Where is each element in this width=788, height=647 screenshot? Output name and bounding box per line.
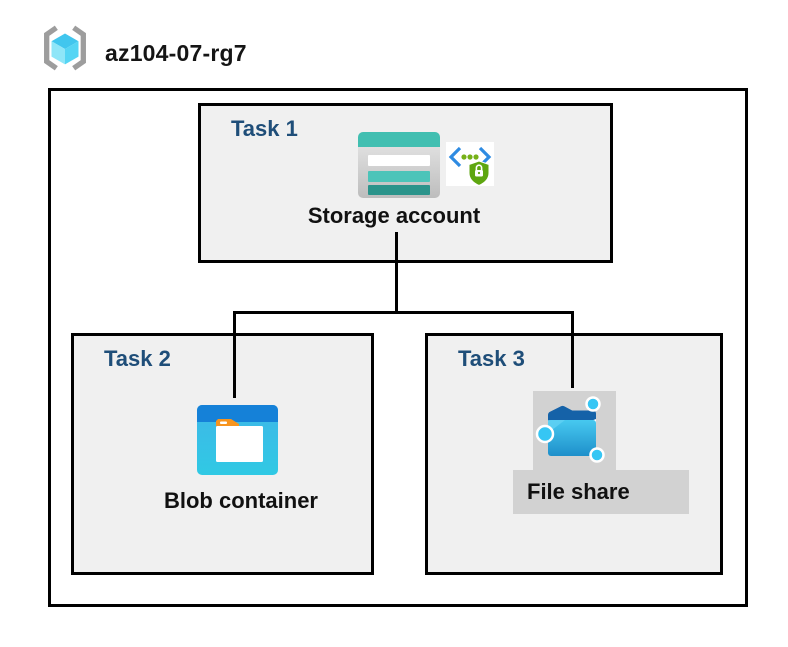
- connector-to-blob-container: [233, 311, 236, 398]
- connector-horizontal: [233, 311, 574, 314]
- shared-access-signature-icon: [446, 142, 494, 186]
- task-2-label: Task 2: [104, 346, 171, 371]
- storage-account-node-label: Storage account: [307, 203, 481, 228]
- storage-account-icon: [358, 132, 440, 198]
- task-2-box: Task 2 Blob container: [71, 333, 374, 575]
- file-share-icon: [535, 396, 605, 463]
- connector-to-file-share: [571, 311, 574, 388]
- task-3-label: Task 3: [458, 346, 525, 371]
- connector-storage-trunk: [395, 232, 398, 313]
- task-3-box: Task 3 File share: [425, 333, 723, 575]
- blob-container-icon: [197, 405, 278, 475]
- task-1-box: Task 1 Storage acc: [198, 103, 613, 263]
- file-share-node-label: File share: [527, 479, 630, 504]
- task-1-label: Task 1: [231, 116, 298, 141]
- diagram-title: az104-07-rg7: [105, 40, 247, 66]
- file-share-selection-highlight: [533, 391, 616, 471]
- resource-group-icon: [44, 25, 86, 71]
- file-share-label-background: File share: [513, 470, 689, 514]
- blob-container-node-label: Blob container: [163, 488, 318, 513]
